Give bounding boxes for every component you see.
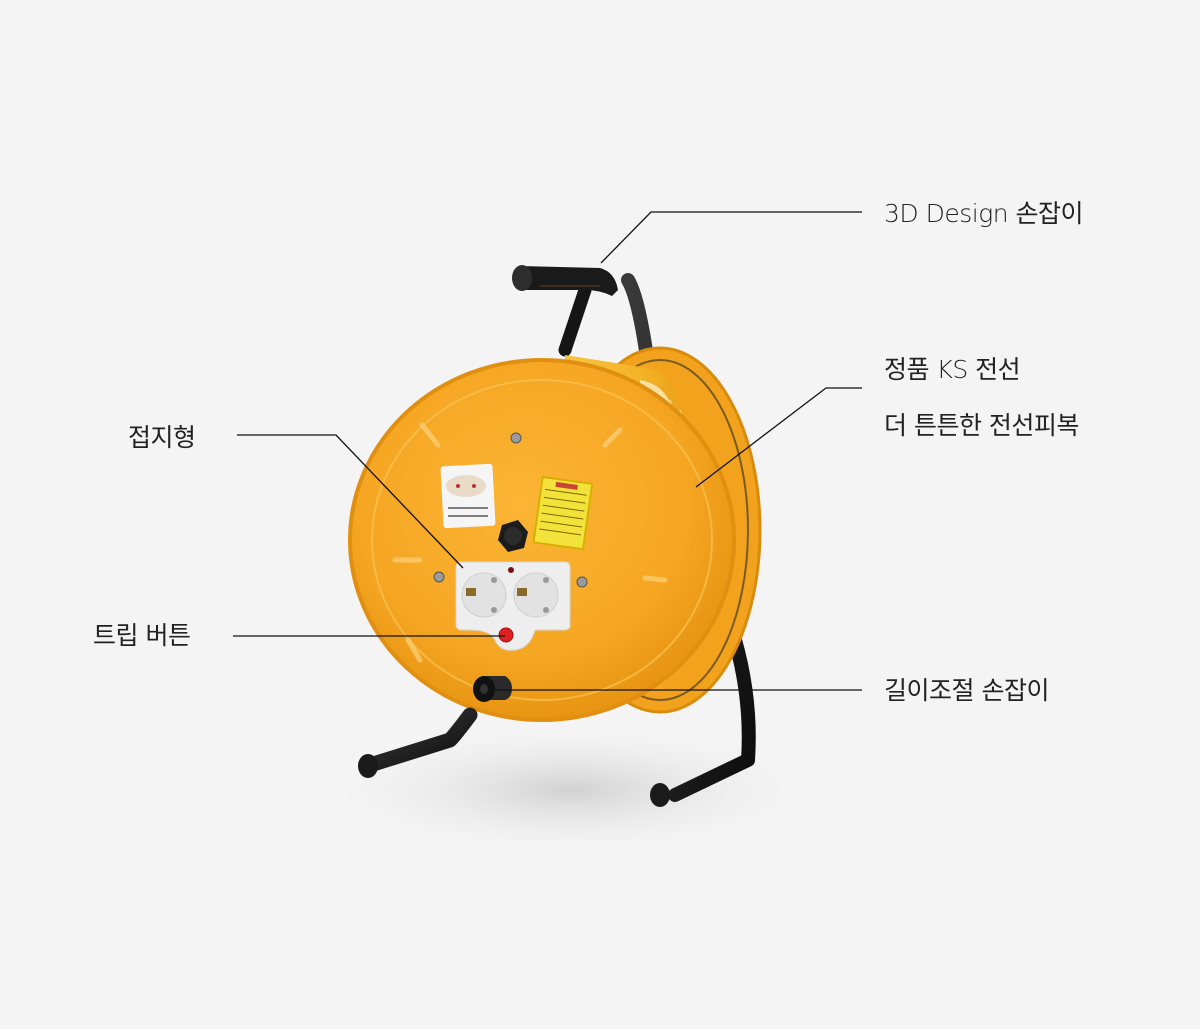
frame-leg-left [362, 707, 478, 773]
callout-ks-cable-subtitle: 더 튼튼한 전선피복 [884, 411, 1079, 440]
indicator-lamp [508, 567, 514, 573]
leader-lines [233, 211, 862, 691]
callout-length-adjust-handle: 길이조절 손잡이 [884, 676, 1049, 705]
leader-handle [600, 211, 862, 264]
socket-right [513, 572, 559, 618]
socket-panel [455, 561, 571, 651]
callout-trip-button: 트립 버튼 [93, 621, 191, 650]
callout-grounding: 접지형 [128, 423, 196, 452]
carry-handle[interactable] [512, 265, 618, 296]
floor-shadow [310, 720, 830, 860]
screw [510, 432, 522, 444]
foot-cap-left [358, 754, 378, 778]
frame-upright-left [558, 283, 592, 357]
callout-3d-design-handle: 3D Design 손잡이 [884, 199, 1084, 228]
foot-cap-right [650, 783, 670, 807]
instruction-sticker [440, 463, 496, 529]
callout-ks-cable-title: 정품 KS 전선 [884, 355, 1021, 384]
socket-left [461, 572, 507, 618]
center-nut [498, 520, 528, 552]
leader-grounding [237, 434, 464, 569]
screw [576, 576, 588, 588]
leader-ks-cable [695, 387, 862, 488]
screw [433, 571, 445, 583]
length-adjust-knob[interactable] [473, 676, 512, 702]
rating-label [532, 475, 594, 551]
face-ribs [392, 422, 668, 663]
trip-button[interactable] [498, 627, 514, 643]
